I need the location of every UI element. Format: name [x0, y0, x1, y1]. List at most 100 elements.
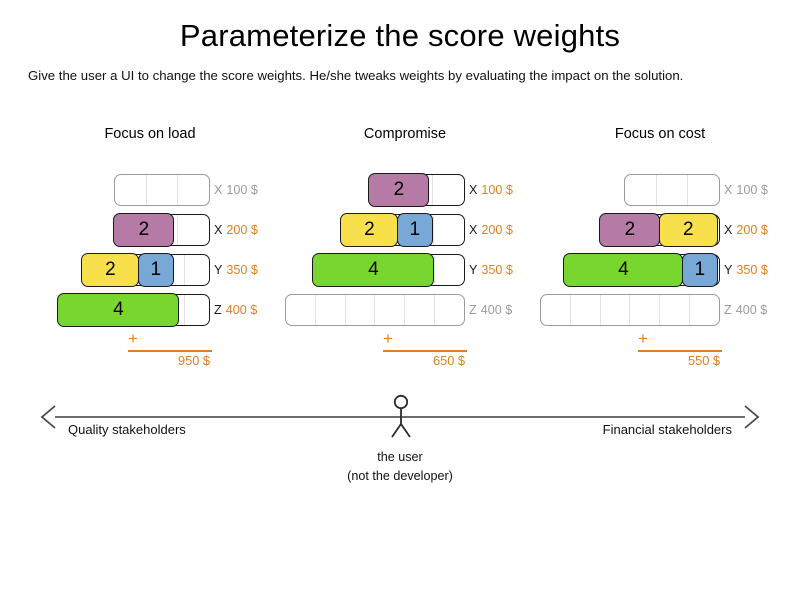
stakeholder-spectrum: Quality stakeholders Financial stakehold… [0, 390, 800, 510]
row-key: Z [724, 303, 732, 317]
total-plus-sign: + [638, 329, 648, 348]
weight-segment[interactable]: 2 [81, 253, 140, 287]
arrow-left-icon [40, 405, 56, 429]
row-key: Z [214, 303, 222, 317]
track-cell [178, 215, 209, 245]
track-cell [688, 175, 719, 205]
user-caption-line-1: the user [377, 450, 423, 464]
capacity-track[interactable] [114, 174, 210, 206]
weight-segment[interactable]: 2 [113, 213, 175, 247]
track-cell [541, 295, 571, 325]
row-amount: 350 $ [736, 263, 768, 277]
weight-segment[interactable]: 2 [368, 173, 430, 207]
track-cell [185, 255, 209, 285]
weight-segment[interactable]: 4 [312, 253, 435, 287]
capacity-track[interactable] [624, 174, 720, 206]
track-cell [375, 295, 406, 325]
weight-segment[interactable]: 4 [563, 253, 684, 287]
user-caption-line-2: (not the developer) [347, 469, 453, 483]
weight-segment[interactable]: 2 [658, 213, 718, 247]
arrow-right-icon [744, 405, 760, 429]
row-amount: 400 $ [735, 303, 768, 317]
capacity-track-wrapper [540, 294, 720, 326]
capacity-track[interactable]: 2 [113, 213, 210, 247]
column-total: +650 $ [275, 329, 535, 376]
row-amount: 100 $ [481, 183, 513, 197]
scenario-header: Focus on cost [614, 126, 706, 142]
track-cell-grid [625, 175, 719, 205]
capacity-track[interactable] [285, 294, 465, 326]
page-subtitle: Give the user a UI to change the score w… [28, 68, 684, 83]
row-key: X [469, 223, 478, 237]
scenario-header: Compromise [363, 126, 447, 142]
capacity-track-wrapper: 4 [57, 293, 210, 327]
track-cell-grid [286, 295, 464, 325]
capacity-track-wrapper [285, 294, 465, 326]
track-cell [435, 295, 464, 325]
capacity-track[interactable]: 4 [57, 293, 210, 327]
axis-label-right: Financial stakeholders [602, 422, 732, 437]
weight-segment[interactable]: 2 [340, 213, 399, 247]
track-cell [185, 295, 209, 325]
total-value: 550 $ [687, 353, 720, 368]
column-total: +550 $ [530, 329, 790, 376]
axis-label-left: Quality stakeholders [68, 422, 186, 437]
weight-segment[interactable]: 1 [396, 213, 433, 247]
weight-segment[interactable]: 1 [137, 253, 174, 287]
total-value: 650 $ [432, 353, 465, 368]
track-cell [435, 255, 464, 285]
row-key: Y [214, 263, 223, 277]
row-amount: 100 $ [736, 183, 768, 197]
capacity-track[interactable]: 4 [312, 253, 465, 287]
total-plus-sign: + [128, 329, 138, 348]
track-cell [434, 215, 464, 245]
row-amount: 200 $ [736, 223, 768, 237]
row-key: X [214, 183, 223, 197]
track-cell [115, 175, 147, 205]
weight-segment[interactable]: 1 [681, 253, 718, 287]
track-cell [433, 175, 464, 205]
capacity-track[interactable]: 2 [368, 173, 465, 207]
total-divider [128, 350, 212, 352]
capacity-track-wrapper: 4 [312, 253, 465, 287]
row-amount: 350 $ [481, 263, 513, 277]
weight-segment[interactable]: 2 [599, 213, 661, 247]
track-cell [316, 295, 346, 325]
row-amount: 200 $ [226, 223, 258, 237]
weight-segment[interactable]: 4 [57, 293, 180, 327]
row-key: X [469, 183, 478, 197]
track-cell [571, 295, 601, 325]
capacity-track[interactable] [540, 294, 720, 326]
track-cell [286, 295, 316, 325]
row-key: Y [469, 263, 478, 277]
total-plus-sign: + [383, 329, 393, 348]
